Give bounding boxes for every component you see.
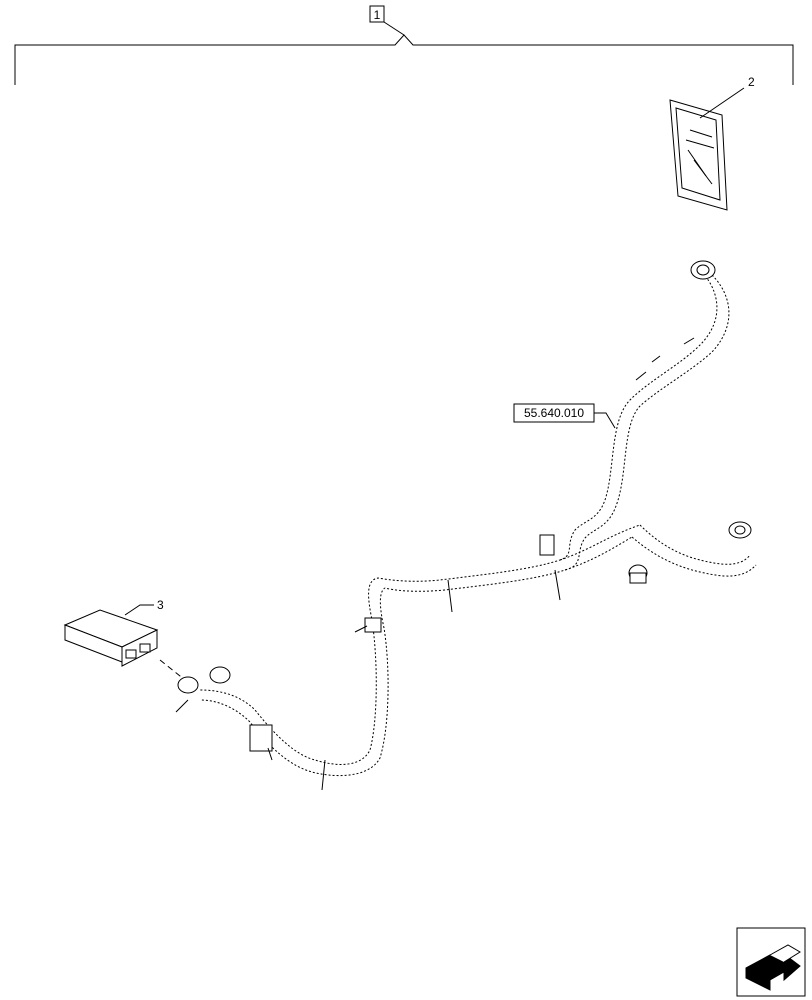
clip-left <box>364 617 382 633</box>
wiring-harness <box>199 269 757 777</box>
module-connector-port <box>125 649 137 659</box>
connector-mid-body <box>629 572 647 584</box>
callout-box-1 <box>369 5 385 23</box>
harness-connectors <box>175 260 752 791</box>
harness-ref-label: 55.640.010 <box>524 406 584 420</box>
manual-pouch: 2 <box>669 75 755 211</box>
callout-1-label: 1 <box>374 8 381 22</box>
connector-right <box>728 521 752 539</box>
control-module: 3 <box>63 598 186 681</box>
harness-ref-callout: 55.640.010 <box>513 403 616 429</box>
callout-3-label: 3 <box>157 598 164 612</box>
clip-mid <box>539 534 555 556</box>
next-page-arrow-icon[interactable] <box>736 927 806 997</box>
connector-top <box>690 260 716 280</box>
connector-left-a <box>177 676 199 694</box>
callout-2-label: 2 <box>748 75 755 89</box>
kit-bracket: 1 <box>14 5 794 85</box>
connector-left-c <box>249 724 273 752</box>
connector-left-b <box>209 666 231 684</box>
module-connector-port <box>139 643 151 653</box>
